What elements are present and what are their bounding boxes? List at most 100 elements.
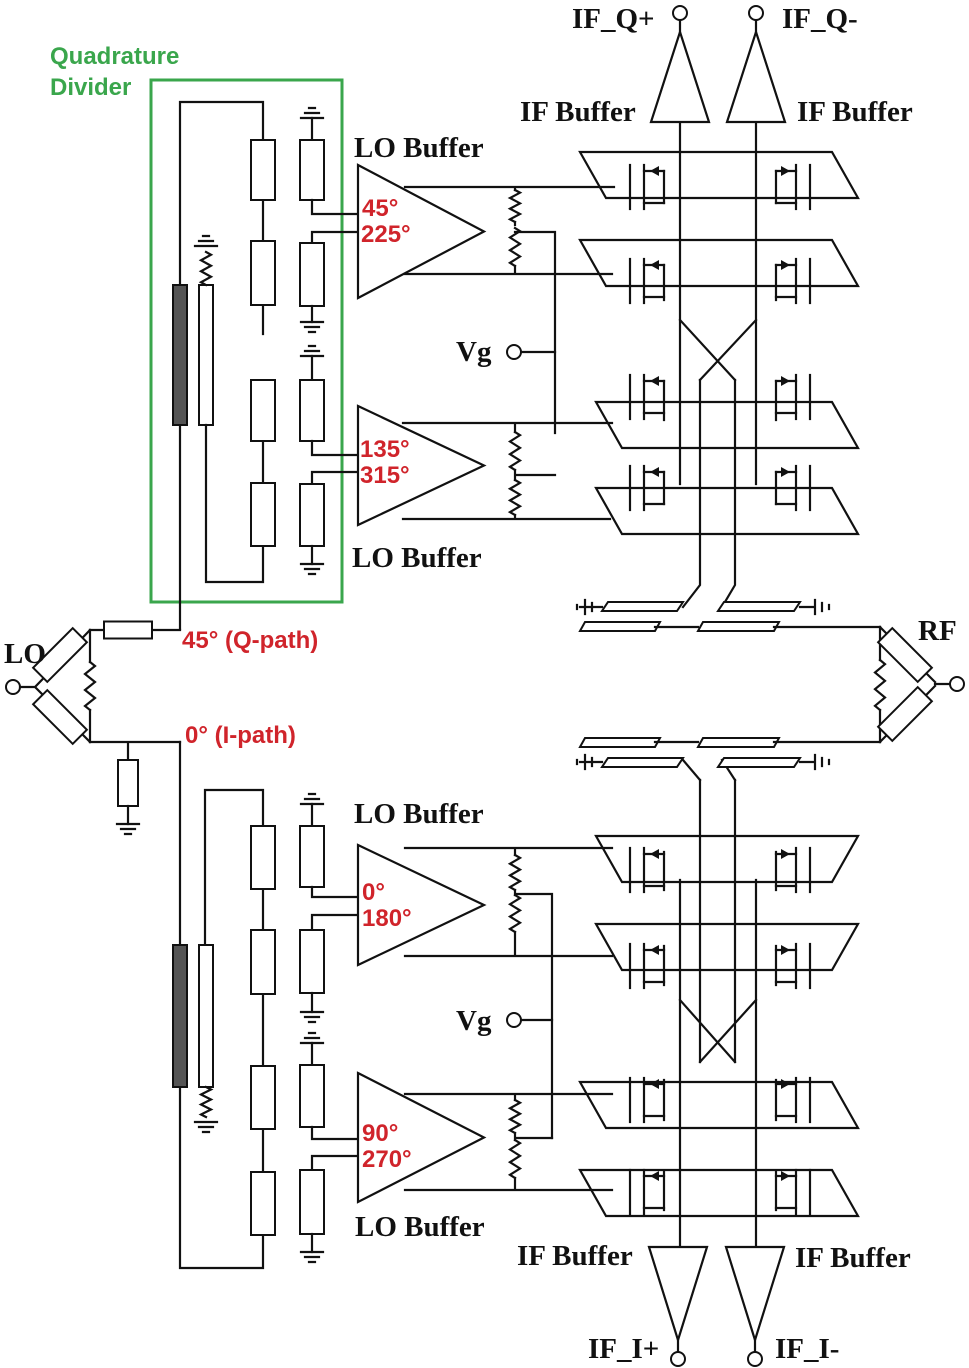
coupled-line-icon bbox=[716, 601, 802, 612]
mixer-switch-outline bbox=[594, 400, 860, 450]
wire bbox=[403, 888, 614, 1140]
resistor-icon bbox=[250, 240, 276, 306]
wire bbox=[310, 470, 362, 486]
resistor-icon bbox=[31, 688, 89, 746]
wire bbox=[403, 185, 616, 192]
transistor-icon bbox=[642, 263, 666, 299]
mixer-switch-outline bbox=[594, 834, 860, 884]
transistor-arrow-icon bbox=[650, 1171, 659, 1181]
port-label-if-i-minus: IF_I- bbox=[775, 1333, 839, 1365]
port-label-vg-bottom: Vg bbox=[456, 1005, 492, 1037]
wire bbox=[678, 778, 758, 1064]
port-label-if-q-plus: IF_Q+ bbox=[572, 3, 655, 35]
wire bbox=[310, 913, 362, 932]
coupled-line-icon bbox=[600, 601, 685, 612]
resistor-icon bbox=[117, 759, 139, 807]
transistor-arrow-icon bbox=[650, 1079, 659, 1089]
ground-icon bbox=[299, 562, 325, 576]
transistor-icon bbox=[642, 948, 666, 984]
resistor-icon bbox=[299, 929, 325, 994]
mixer-switch-outline bbox=[578, 150, 860, 200]
quadrature-divider-box bbox=[149, 78, 344, 604]
resistor-icon bbox=[299, 1169, 325, 1235]
lo-buffer-triangle-icon bbox=[356, 163, 487, 300]
port-label-lo: LO bbox=[4, 638, 46, 670]
resistor-icon bbox=[299, 242, 325, 307]
phase-label-225: 225° bbox=[361, 221, 411, 248]
wire bbox=[401, 421, 614, 434]
transistor-arrow-icon bbox=[650, 467, 659, 477]
coupled-line-icon bbox=[696, 621, 781, 632]
lo-buffer-label-1: LO Buffer bbox=[354, 132, 484, 164]
wire bbox=[310, 230, 362, 245]
if-buffer-triangle-icon bbox=[725, 28, 787, 124]
ground-icon bbox=[193, 1120, 219, 1134]
ground-icon bbox=[299, 344, 325, 358]
port-terminal-icon bbox=[5, 679, 21, 695]
port-terminal-icon bbox=[506, 1012, 522, 1028]
wire bbox=[401, 468, 612, 521]
transistor-arrow-icon bbox=[650, 166, 659, 176]
q-path-label: 45° (Q-path) bbox=[182, 627, 318, 654]
coupled-line-icon bbox=[198, 944, 214, 1088]
resistor-icon bbox=[250, 929, 276, 995]
wire bbox=[678, 106, 758, 486]
port-label-if-q-minus: IF_Q- bbox=[782, 3, 858, 35]
coupled-line-icon bbox=[578, 737, 662, 748]
transistor-arrow-icon bbox=[781, 376, 790, 386]
lo-buffer-label-3: LO Buffer bbox=[354, 798, 484, 830]
wire bbox=[575, 598, 831, 616]
resistor-icon bbox=[507, 478, 523, 517]
phase-label-45: 45° bbox=[362, 195, 398, 222]
transistor-icon bbox=[642, 1174, 666, 1210]
ground-icon bbox=[115, 822, 141, 836]
wire bbox=[310, 1154, 362, 1172]
wire bbox=[310, 885, 362, 899]
transistor-arrow-icon bbox=[781, 1079, 790, 1089]
transistor-arrow-icon bbox=[781, 260, 790, 270]
resistor-icon bbox=[507, 226, 523, 268]
transistor-arrow-icon bbox=[781, 1171, 790, 1181]
transistor-arrow-icon bbox=[650, 849, 659, 859]
if-buffer-label-q-plus: IF Buffer bbox=[520, 96, 636, 128]
transistor-arrow-icon bbox=[781, 849, 790, 859]
resistor-icon bbox=[299, 483, 325, 547]
if-buffer-triangle-icon bbox=[724, 1245, 786, 1344]
ground-icon bbox=[299, 320, 325, 334]
transistor-icon bbox=[774, 263, 798, 299]
if-buffer-label-q-minus: IF Buffer bbox=[797, 96, 913, 128]
lo-buffer-label-2: LO Buffer bbox=[352, 542, 482, 574]
phase-label-0: 0° bbox=[362, 879, 385, 906]
wire bbox=[310, 198, 362, 216]
port-terminal-icon bbox=[748, 5, 764, 21]
port-terminal-icon bbox=[506, 344, 522, 360]
transistor-arrow-icon bbox=[650, 945, 659, 955]
port-label-if-i-plus: IF_I+ bbox=[588, 1333, 659, 1365]
resistor-icon bbox=[507, 430, 523, 472]
coupled-line-icon bbox=[578, 621, 662, 632]
wire bbox=[676, 18, 758, 1354]
ground-icon bbox=[193, 234, 219, 248]
port-terminal-icon bbox=[747, 1351, 763, 1367]
resistor-icon bbox=[876, 685, 934, 743]
resistor-icon bbox=[299, 1064, 325, 1128]
coupled-line-icon bbox=[198, 284, 214, 426]
resistor-icon bbox=[876, 626, 934, 684]
coupled-line-icon bbox=[716, 757, 802, 768]
transistor-icon bbox=[774, 379, 798, 415]
mixer-switch-outline bbox=[594, 922, 860, 972]
wire bbox=[678, 318, 758, 382]
wire bbox=[403, 230, 614, 435]
resistor-icon bbox=[873, 658, 887, 712]
ground-icon bbox=[299, 1010, 325, 1024]
port-label-rf: RF bbox=[918, 615, 957, 647]
phase-label-135: 135° bbox=[360, 436, 410, 463]
i-path-label: 0° (I-path) bbox=[185, 722, 296, 749]
mixer-switch-outline bbox=[594, 486, 860, 536]
resistor-icon bbox=[83, 660, 97, 712]
transistor-icon bbox=[642, 1082, 666, 1118]
coupled-line-icon bbox=[172, 944, 188, 1088]
phase-label-315: 315° bbox=[360, 462, 410, 489]
coupled-line-icon bbox=[172, 284, 188, 426]
